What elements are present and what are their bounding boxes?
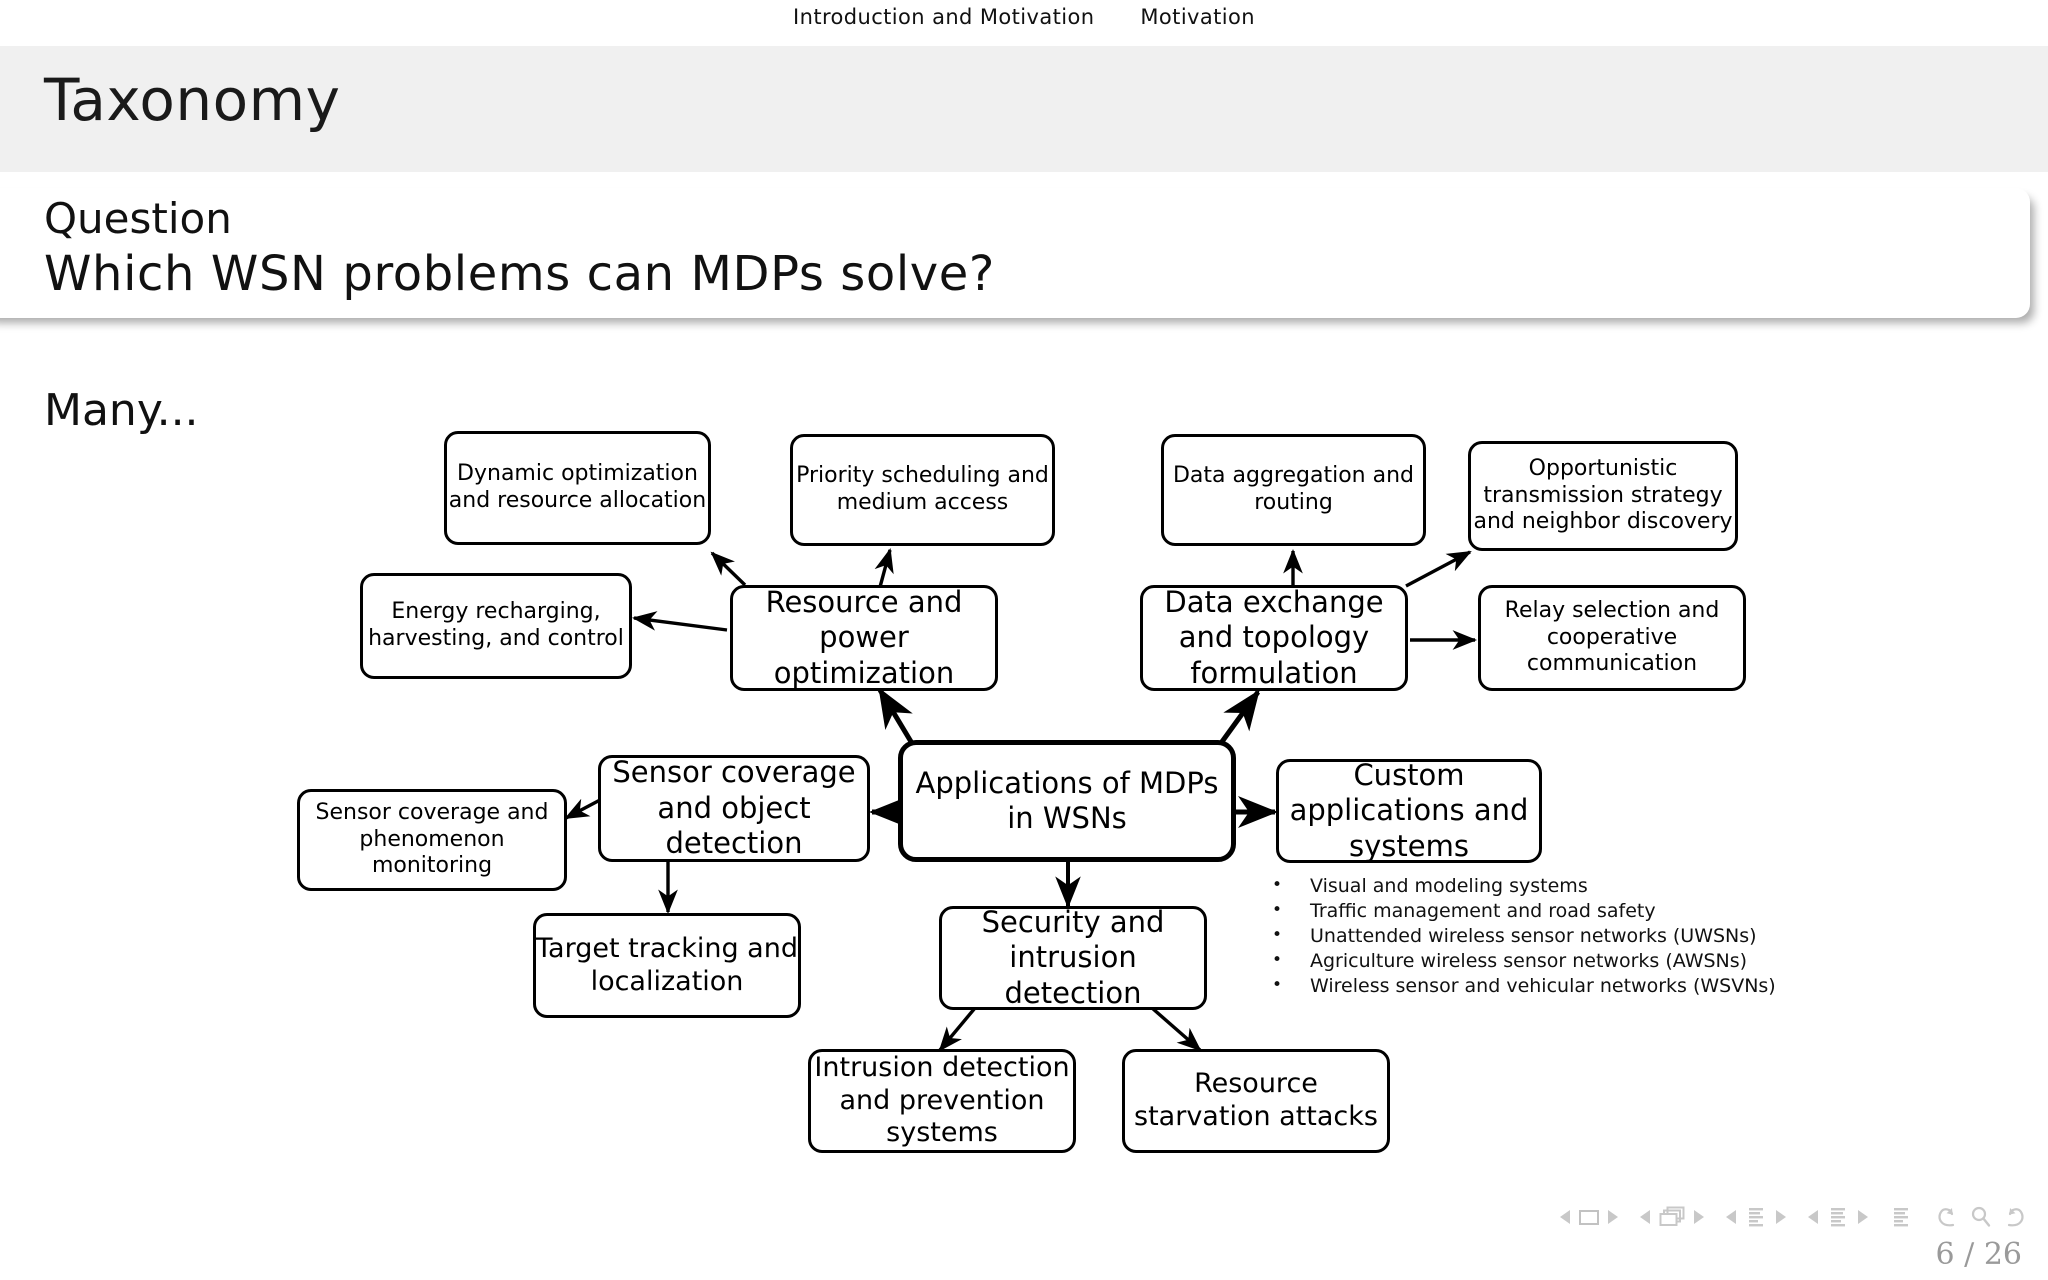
document-lines-icon[interactable]: [1827, 1206, 1849, 1228]
headline-nav: Introduction and Motivation Motivation: [793, 5, 1255, 29]
frame-navigation-group: [1560, 1209, 1618, 1225]
prev-section-icon[interactable]: [1726, 1210, 1736, 1224]
bullet-marker: •: [1272, 975, 1283, 995]
forward-icon[interactable]: [2002, 1205, 2028, 1229]
question-block-title: Question: [44, 194, 232, 243]
list-item: • Unattended wireless sensor networks (U…: [1272, 924, 1776, 949]
prev-frame-icon[interactable]: [1560, 1210, 1570, 1224]
search-icon[interactable]: [1969, 1205, 1993, 1229]
bullet-marker: •: [1272, 925, 1283, 945]
list-item-label: Unattended wireless sensor networks (UWS…: [1310, 925, 1757, 947]
next-doc-icon[interactable]: [1858, 1210, 1868, 1224]
bullet-marker: •: [1272, 900, 1283, 920]
section-navigation-group: [1726, 1206, 1786, 1228]
list-item-label: Agriculture wireless sensor networks (AW…: [1310, 950, 1748, 972]
headline-subsection[interactable]: Motivation: [1140, 5, 1255, 29]
question-block: Question Which WSN problems can MDPs sol…: [0, 188, 2030, 318]
list-item: • Wireless sensor and vehicular networks…: [1272, 974, 1776, 999]
list-item: • Visual and modeling systems: [1272, 874, 1776, 899]
slides-stack-icon[interactable]: [1659, 1206, 1685, 1228]
slide-title-bar: Taxonomy: [0, 46, 2048, 172]
list-item-label: Wireless sensor and vehicular networks (…: [1310, 975, 1776, 997]
back-icon[interactable]: [1934, 1205, 1960, 1229]
beamer-footer-navigation: 6 / 26: [1538, 1199, 2028, 1272]
frame-icon[interactable]: [1579, 1209, 1599, 1225]
list-item: • Agriculture wireless sensor networks (…: [1272, 949, 1776, 974]
list-item-label: Visual and modeling systems: [1310, 875, 1588, 897]
next-subsection-icon[interactable]: [1694, 1210, 1704, 1224]
headline-section[interactable]: Introduction and Motivation: [793, 5, 1095, 29]
bullet-marker: •: [1272, 875, 1283, 895]
contents-lines-icon[interactable]: [1890, 1206, 1912, 1228]
bullet-marker: •: [1272, 950, 1283, 970]
question-block-text: Which WSN problems can MDPs solve?: [44, 246, 996, 302]
history-group: [1934, 1205, 2028, 1229]
subsection-navigation-group: [1640, 1206, 1704, 1228]
next-frame-icon[interactable]: [1608, 1210, 1618, 1224]
page-number: 6 / 26: [1935, 1237, 2022, 1272]
navigation-symbols: [1538, 1199, 2028, 1235]
list-item-label: Traffic management and road safety: [1310, 900, 1656, 922]
section-lines-icon[interactable]: [1745, 1206, 1767, 1228]
presentation-navigation-group: [1808, 1206, 1868, 1228]
prev-subsection-icon[interactable]: [1640, 1210, 1650, 1224]
beamer-headline: Introduction and Motivation Motivation: [0, 0, 2048, 46]
lead-text: Many...: [44, 385, 199, 436]
next-section-icon[interactable]: [1776, 1210, 1786, 1224]
appendix-group: [1890, 1206, 1912, 1228]
prev-doc-icon[interactable]: [1808, 1210, 1818, 1224]
custom-applications-bullet-list: • Visual and modeling systems • Traffic …: [1272, 874, 1776, 999]
list-item: • Traffic management and road safety: [1272, 899, 1776, 924]
page-title: Taxonomy: [44, 66, 341, 134]
